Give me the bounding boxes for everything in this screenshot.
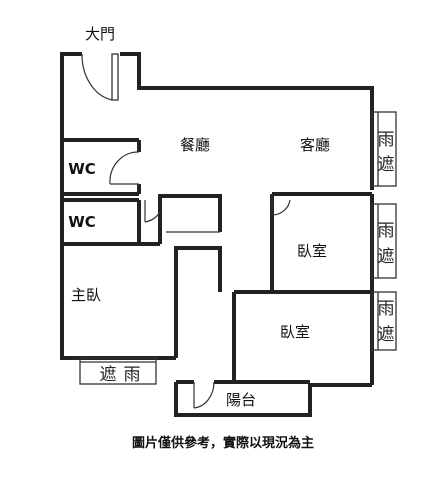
label-balcony: 陽台 (226, 391, 256, 409)
entrance-door-leaf (111, 53, 119, 101)
room-labels: 大門 餐廳 客廳 WC WC 臥室 臥室 主臥 陽台 (68, 25, 330, 409)
awning-glyph-top: 雨 (378, 130, 395, 150)
awning-right-bottom: 雨 遮 (371, 291, 397, 351)
disclaimer-caption: 圖片僅供參考，實際以現況為主 (131, 436, 314, 451)
label-living: 客廳 (300, 136, 330, 154)
wc2-door-swing (144, 211, 161, 223)
wall-hall-column (158, 194, 222, 244)
label-bedroom1: 臥室 (297, 242, 327, 260)
awning-right-middle: 雨 遮 (371, 203, 397, 279)
entrance-door-swing (81, 53, 113, 101)
doors (81, 53, 291, 409)
awning-frame (371, 111, 397, 187)
awning-glyph-top: 雨 (378, 221, 395, 241)
bed1-door-swing (271, 199, 291, 216)
outer-walls (60, 52, 374, 417)
label-dining: 餐廳 (180, 136, 210, 154)
awning-frame (371, 203, 397, 279)
interior-walls (62, 138, 372, 382)
awning-glyph-right: 雨 (124, 365, 141, 385)
awning-bottom-left: 遮 雨 (79, 357, 157, 385)
wall-master-right (174, 246, 222, 358)
wall-entrance-right (120, 52, 374, 190)
awning-glyph-top: 雨 (378, 299, 395, 319)
awning-glyph-bottom: 遮 (378, 325, 395, 345)
awning-glyph-bottom: 遮 (378, 247, 395, 267)
wall-bottom-right (174, 382, 372, 417)
awning-right-top: 雨 遮 (371, 111, 397, 187)
label-master: 主臥 (71, 286, 101, 304)
label-wc2: WC (68, 213, 96, 231)
wall-top-left (60, 52, 80, 360)
balcony-door-swing (193, 381, 215, 409)
label-wc1: WC (68, 160, 96, 178)
awning-glyph-left: 遮 (100, 365, 117, 385)
label-entrance: 大門 (85, 25, 115, 43)
awning-glyph-bottom: 遮 (378, 155, 395, 175)
awning-frame (371, 291, 397, 351)
wc1-door-swing (109, 151, 140, 185)
label-bedroom2: 臥室 (280, 323, 310, 341)
awning-frame (79, 357, 157, 385)
